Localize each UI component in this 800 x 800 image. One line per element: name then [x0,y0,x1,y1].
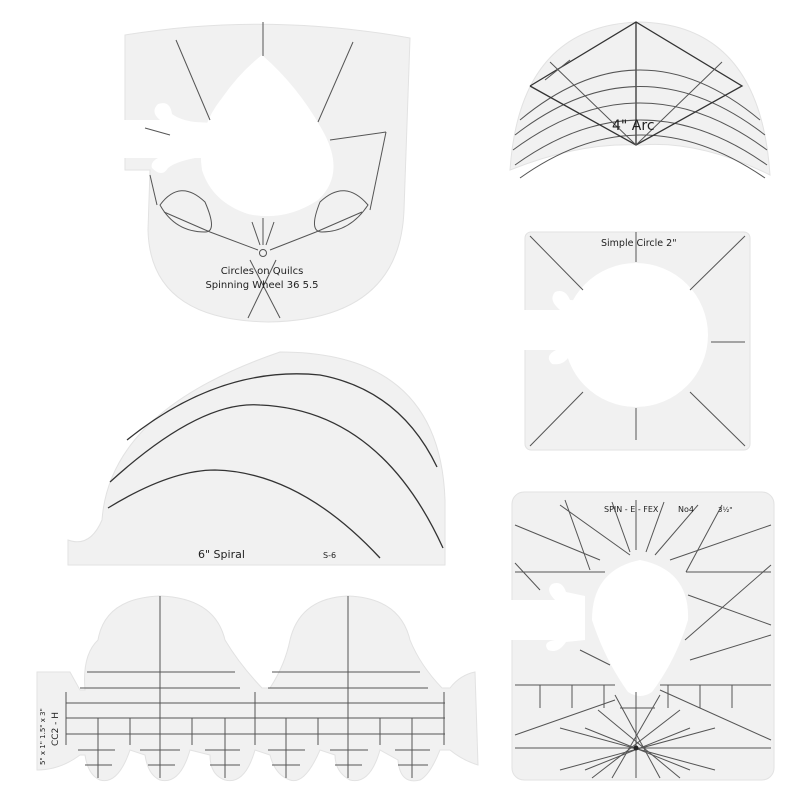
spinning-wheel-line1: Circles on Quilcs [221,266,304,277]
arc-label: 4" Arc [612,118,655,134]
spin-e-fex-size: 3½" [718,506,732,514]
spin-e-fex-template: SPIN - E - FEX No4 3½" [505,491,775,781]
cc2h-sizes: 5" x 1" 1.5" x 3" [39,708,47,765]
spinning-wheel-line2: Spinning Wheel 36 5.5 [205,280,318,291]
cc2h-code: CC2 - H [51,712,61,746]
spiral-template: 6" Spiral S-6 [67,351,446,566]
starburst [559,692,716,779]
cc2h-template: 5" x 1" 1.5" x 3" CC2 - H [36,595,479,782]
spin-e-fex-number: No4 [678,505,694,514]
spiral-label: 6" Spiral [198,548,245,561]
spinning-wheel-template: Circles on Quilcs Spinning Wheel 36 5.5 [118,22,411,323]
simple-circle-template: Simple Circle 2" [520,231,751,451]
arc-template: 4" Arc [509,21,771,179]
spin-e-fex-label: SPIN - E - FEX [604,505,659,514]
simple-circle-label: Simple Circle 2" [601,238,677,249]
spiral-code: S-6 [323,551,336,560]
